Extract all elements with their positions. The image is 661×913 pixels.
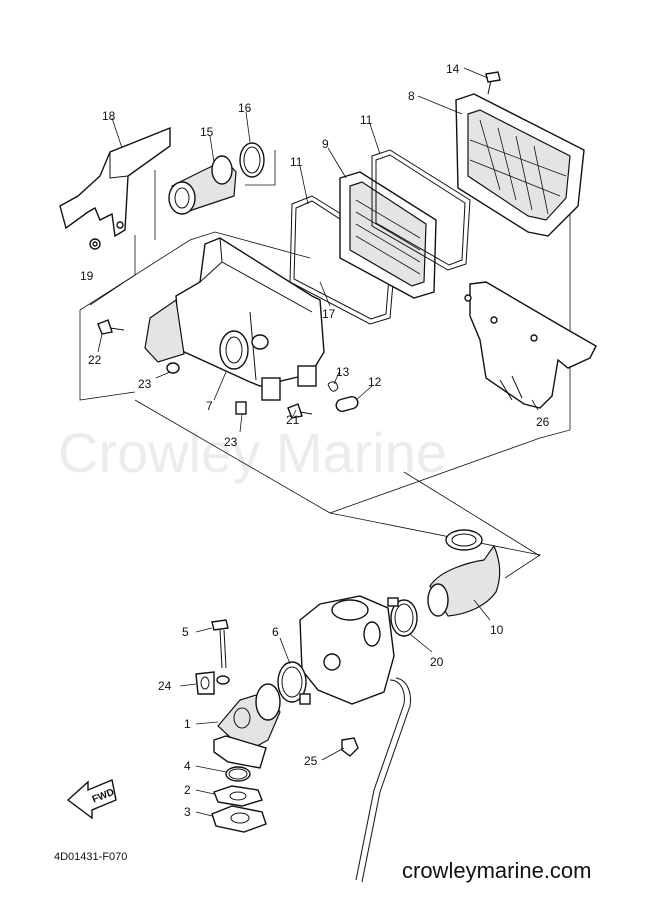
clip-part-13	[327, 381, 339, 392]
bolt-part-22	[97, 319, 125, 335]
callout-21: 21	[286, 413, 300, 427]
callout-11-upper: 11	[360, 113, 373, 127]
callout-22: 22	[88, 353, 102, 367]
screw-part-14	[485, 71, 501, 95]
forward-arrow-icon: FWD	[66, 779, 117, 820]
callout-6: 6	[272, 625, 279, 639]
diagram-code: 4D01431-F070	[54, 851, 127, 863]
callout-11-lower: 11	[290, 155, 303, 169]
callout-20: 20	[430, 655, 444, 669]
clip-part-25	[341, 737, 359, 757]
callout-14: 14	[446, 62, 460, 76]
callout-12: 12	[368, 375, 382, 389]
callout-13: 13	[336, 365, 350, 379]
assembly-boundary-lines	[79, 150, 571, 579]
airbox-case-part-7	[144, 237, 325, 401]
gasket-part-11-left	[289, 195, 397, 325]
leader-lines	[97, 67, 539, 817]
callout-7: 7	[206, 399, 213, 413]
callout-23-upper: 23	[138, 377, 152, 391]
gasket-part-11-right	[371, 149, 471, 271]
callout-26: 26	[536, 415, 550, 429]
watermark: Crowley Marine	[58, 421, 447, 484]
hose	[355, 677, 411, 883]
callout-1: 1	[184, 717, 191, 731]
callout-17: 17	[322, 307, 336, 321]
callout-2: 2	[184, 783, 191, 797]
callout-18: 18	[102, 109, 116, 123]
plug-part-12	[335, 396, 359, 412]
bolt-part-5	[211, 619, 230, 685]
callout-16: 16	[238, 101, 252, 115]
clamp-part-20	[387, 597, 418, 637]
callout-5: 5	[182, 625, 189, 639]
callout-15: 15	[200, 125, 214, 139]
callout-25: 25	[304, 754, 318, 768]
bracket-part-18	[59, 126, 171, 238]
bracket-part-26	[464, 281, 597, 409]
callout-23-lower: 23	[224, 435, 238, 449]
duct-part-15	[168, 155, 237, 215]
carburetor	[299, 595, 395, 705]
callout-10: 10	[490, 623, 504, 637]
intake-joint-part-1	[213, 683, 281, 769]
callout-labels: 14 8 18 16 15 11 9 11 19 17 22 13 12 23 …	[80, 62, 550, 819]
insulator-part-3	[211, 805, 267, 833]
cover-part-8	[455, 93, 585, 237]
callout-8: 8	[408, 89, 415, 103]
washer-part-19	[89, 238, 101, 250]
callout-3: 3	[184, 805, 191, 819]
collar-part-23-upper	[166, 362, 180, 374]
collar-part-24	[195, 671, 215, 695]
website-label: crowleymarine.com	[402, 858, 592, 883]
callout-9: 9	[322, 137, 329, 151]
o-ring-part-4	[225, 766, 251, 782]
callout-4: 4	[184, 759, 191, 773]
gasket-part-2	[213, 785, 263, 807]
bolt-part-21	[287, 403, 313, 419]
ring-part-16	[239, 142, 265, 178]
collar-part-23-lower	[235, 401, 247, 415]
callout-24: 24	[158, 679, 172, 693]
joint-part-10	[427, 529, 501, 617]
callout-19: 19	[80, 269, 94, 283]
clamp-part-6	[277, 661, 311, 705]
